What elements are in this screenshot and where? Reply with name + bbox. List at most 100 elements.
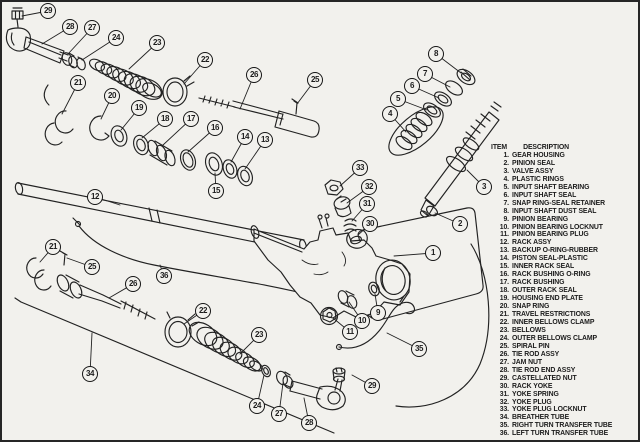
callout-bubble: 15 xyxy=(208,183,224,199)
legend-item-description: INNER RACK SEAL xyxy=(512,263,575,271)
callout-bubble: 3 xyxy=(476,179,492,195)
legend-item-description: TRAVEL RESTRICTIONS xyxy=(512,311,591,319)
legend-item-number: 32. xyxy=(499,398,509,406)
callout-bubble: 9 xyxy=(370,305,386,321)
legend-item-number: 20. xyxy=(499,303,509,311)
legend-row: 17.RACK BUSHING xyxy=(488,279,638,287)
legend-row: 36.LEFT TURN TRANSFER TUBE xyxy=(488,430,638,438)
legend-item-number: 22. xyxy=(499,318,509,326)
legend-row: 21.TRAVEL RESTRICTIONS xyxy=(488,311,638,319)
legend-item-description: CASTELLATED NUT xyxy=(512,374,577,382)
legend-item-number: 25. xyxy=(499,342,509,350)
callout-bubble: 11 xyxy=(342,324,358,340)
legend-row: 14.PISTON SEAL-PLASTIC xyxy=(488,255,638,263)
callout-bubble: 20 xyxy=(104,88,120,104)
legend-item-number: 27. xyxy=(499,358,509,366)
legend-item-description: INPUT SHAFT SEAL xyxy=(512,191,577,199)
legend-item-number: 4. xyxy=(503,175,509,183)
tie-rod-end-top xyxy=(5,7,69,64)
legend-item-description: INPUT SHAFT BEARING xyxy=(512,183,590,191)
legend-row: 22.INNER BELLOWS CLAMP xyxy=(488,318,638,327)
legend-row: 9.PINION BEARING xyxy=(488,215,638,224)
legend-item-number: 3. xyxy=(503,167,509,175)
callout-bubble: 1 xyxy=(425,245,441,261)
legend-item-description: OUTER RACK SEAL xyxy=(512,287,577,295)
legend-row: 30.RACK YOKE xyxy=(488,383,638,391)
callout-bubble: 6 xyxy=(404,78,420,94)
legend-item-number: 18. xyxy=(499,287,509,295)
callout-bubble: 7 xyxy=(417,66,433,82)
legend-item-number: 33. xyxy=(499,406,509,414)
legend-item-description: RACK ASSY xyxy=(512,239,552,247)
callout-bubble: 25 xyxy=(84,259,100,275)
callout-bubble: 34 xyxy=(82,366,98,382)
callout-bubble: 29 xyxy=(364,378,380,394)
callout-bubble: 36 xyxy=(156,268,172,284)
legend-row: 8.INPUT SHAFT DUST SEAL xyxy=(488,208,638,216)
callout-bubble: 13 xyxy=(257,132,273,148)
callout-bubble: 21 xyxy=(45,239,61,255)
legend-item-description: RACK BUSHING xyxy=(512,279,565,287)
callout-bubble: 23 xyxy=(251,327,267,343)
legend-row: 5.INPUT SHAFT BEARING xyxy=(488,183,638,192)
callout-bubble: 26 xyxy=(246,67,262,83)
legend-item-number: 9. xyxy=(503,215,509,223)
legend-item-number: 6. xyxy=(503,191,509,199)
legend-row: 10.PINION BEARING LOCKNUT xyxy=(488,223,638,232)
callout-bubble: 8 xyxy=(428,46,444,62)
tie-rod-end-bottom xyxy=(289,367,346,411)
callout-bubble: 31 xyxy=(359,196,375,212)
bellows-top xyxy=(88,58,163,100)
legend-row: 31.YOKE SPRING xyxy=(488,390,638,399)
callout-bubble: 16 xyxy=(207,120,223,136)
legend-item-description: TIE ROD ASSY xyxy=(512,350,560,358)
callout-bubble: 27 xyxy=(271,406,287,422)
callout-bubble: 30 xyxy=(362,216,378,232)
legend-row: 32.YOKE PLUG xyxy=(488,398,638,407)
callout-bubble: 19 xyxy=(131,100,147,116)
legend-item-number: 19. xyxy=(499,295,509,303)
legend-row: 2.PINION SEAL xyxy=(488,159,638,168)
legend-item-number: 10. xyxy=(499,223,509,231)
legend-item-number: 15. xyxy=(499,263,509,271)
legend-item-description: YOKE PLUG xyxy=(512,398,552,406)
legend-header: ITEM DESCRIPTION xyxy=(488,144,638,152)
legend-item-number: 36. xyxy=(499,430,509,438)
legend-row: 23.BELLOWS xyxy=(488,327,638,335)
callout-bubble: 4 xyxy=(382,106,398,122)
legend-item-number: 13. xyxy=(499,247,509,255)
legend-item-description: PINION BEARING LOCKNUT xyxy=(512,223,603,231)
legend-item-description: INNER BELLOWS CLAMP xyxy=(512,318,595,326)
tie-rod-top xyxy=(198,95,320,138)
legend-item-description: YOKE SPRING xyxy=(512,390,559,398)
legend-item-number: 11. xyxy=(500,231,509,239)
legend-item-number: 14. xyxy=(499,255,509,263)
legend-row: 35.RIGHT TURN TRANSFER TUBE xyxy=(488,422,638,430)
callout-bubble: 28 xyxy=(62,19,78,35)
gear-housing xyxy=(253,227,411,319)
legend-item-description: BACKUP O-RING-RUBBER xyxy=(512,247,598,255)
legend-row: 4.PLASTIC RINGS xyxy=(488,175,638,184)
callout-bubble: 12 xyxy=(87,189,103,205)
legend-item-number: 28. xyxy=(499,366,509,374)
callout-bubble: 26 xyxy=(125,276,141,292)
legend-row: 6.INPUT SHAFT SEAL xyxy=(488,191,638,200)
legend-item-description: VALVE ASSY xyxy=(512,167,554,175)
callout-bubble: 29 xyxy=(40,3,56,19)
callout-bubble: 17 xyxy=(183,111,199,127)
callout-bubble: 24 xyxy=(108,30,124,46)
legend-item-description: PLASTIC RINGS xyxy=(512,175,564,183)
legend-item-number: 1. xyxy=(503,151,509,159)
callout-bubble: 10 xyxy=(354,313,370,329)
legend-item-number: 2. xyxy=(503,159,509,167)
input-shaft-stack xyxy=(395,68,476,151)
callout-bubble: 24 xyxy=(249,398,265,414)
legend-row: 19.HOUSING END PLATE xyxy=(488,295,638,303)
tie-rod-bottom xyxy=(56,274,156,320)
callout-bubble: 23 xyxy=(149,35,165,51)
rack-bushing xyxy=(147,139,176,167)
legend-row: 13.BACKUP O-RING-RUBBER xyxy=(488,247,638,255)
legend-item-description: LEFT TURN TRANSFER TUBE xyxy=(512,430,609,438)
